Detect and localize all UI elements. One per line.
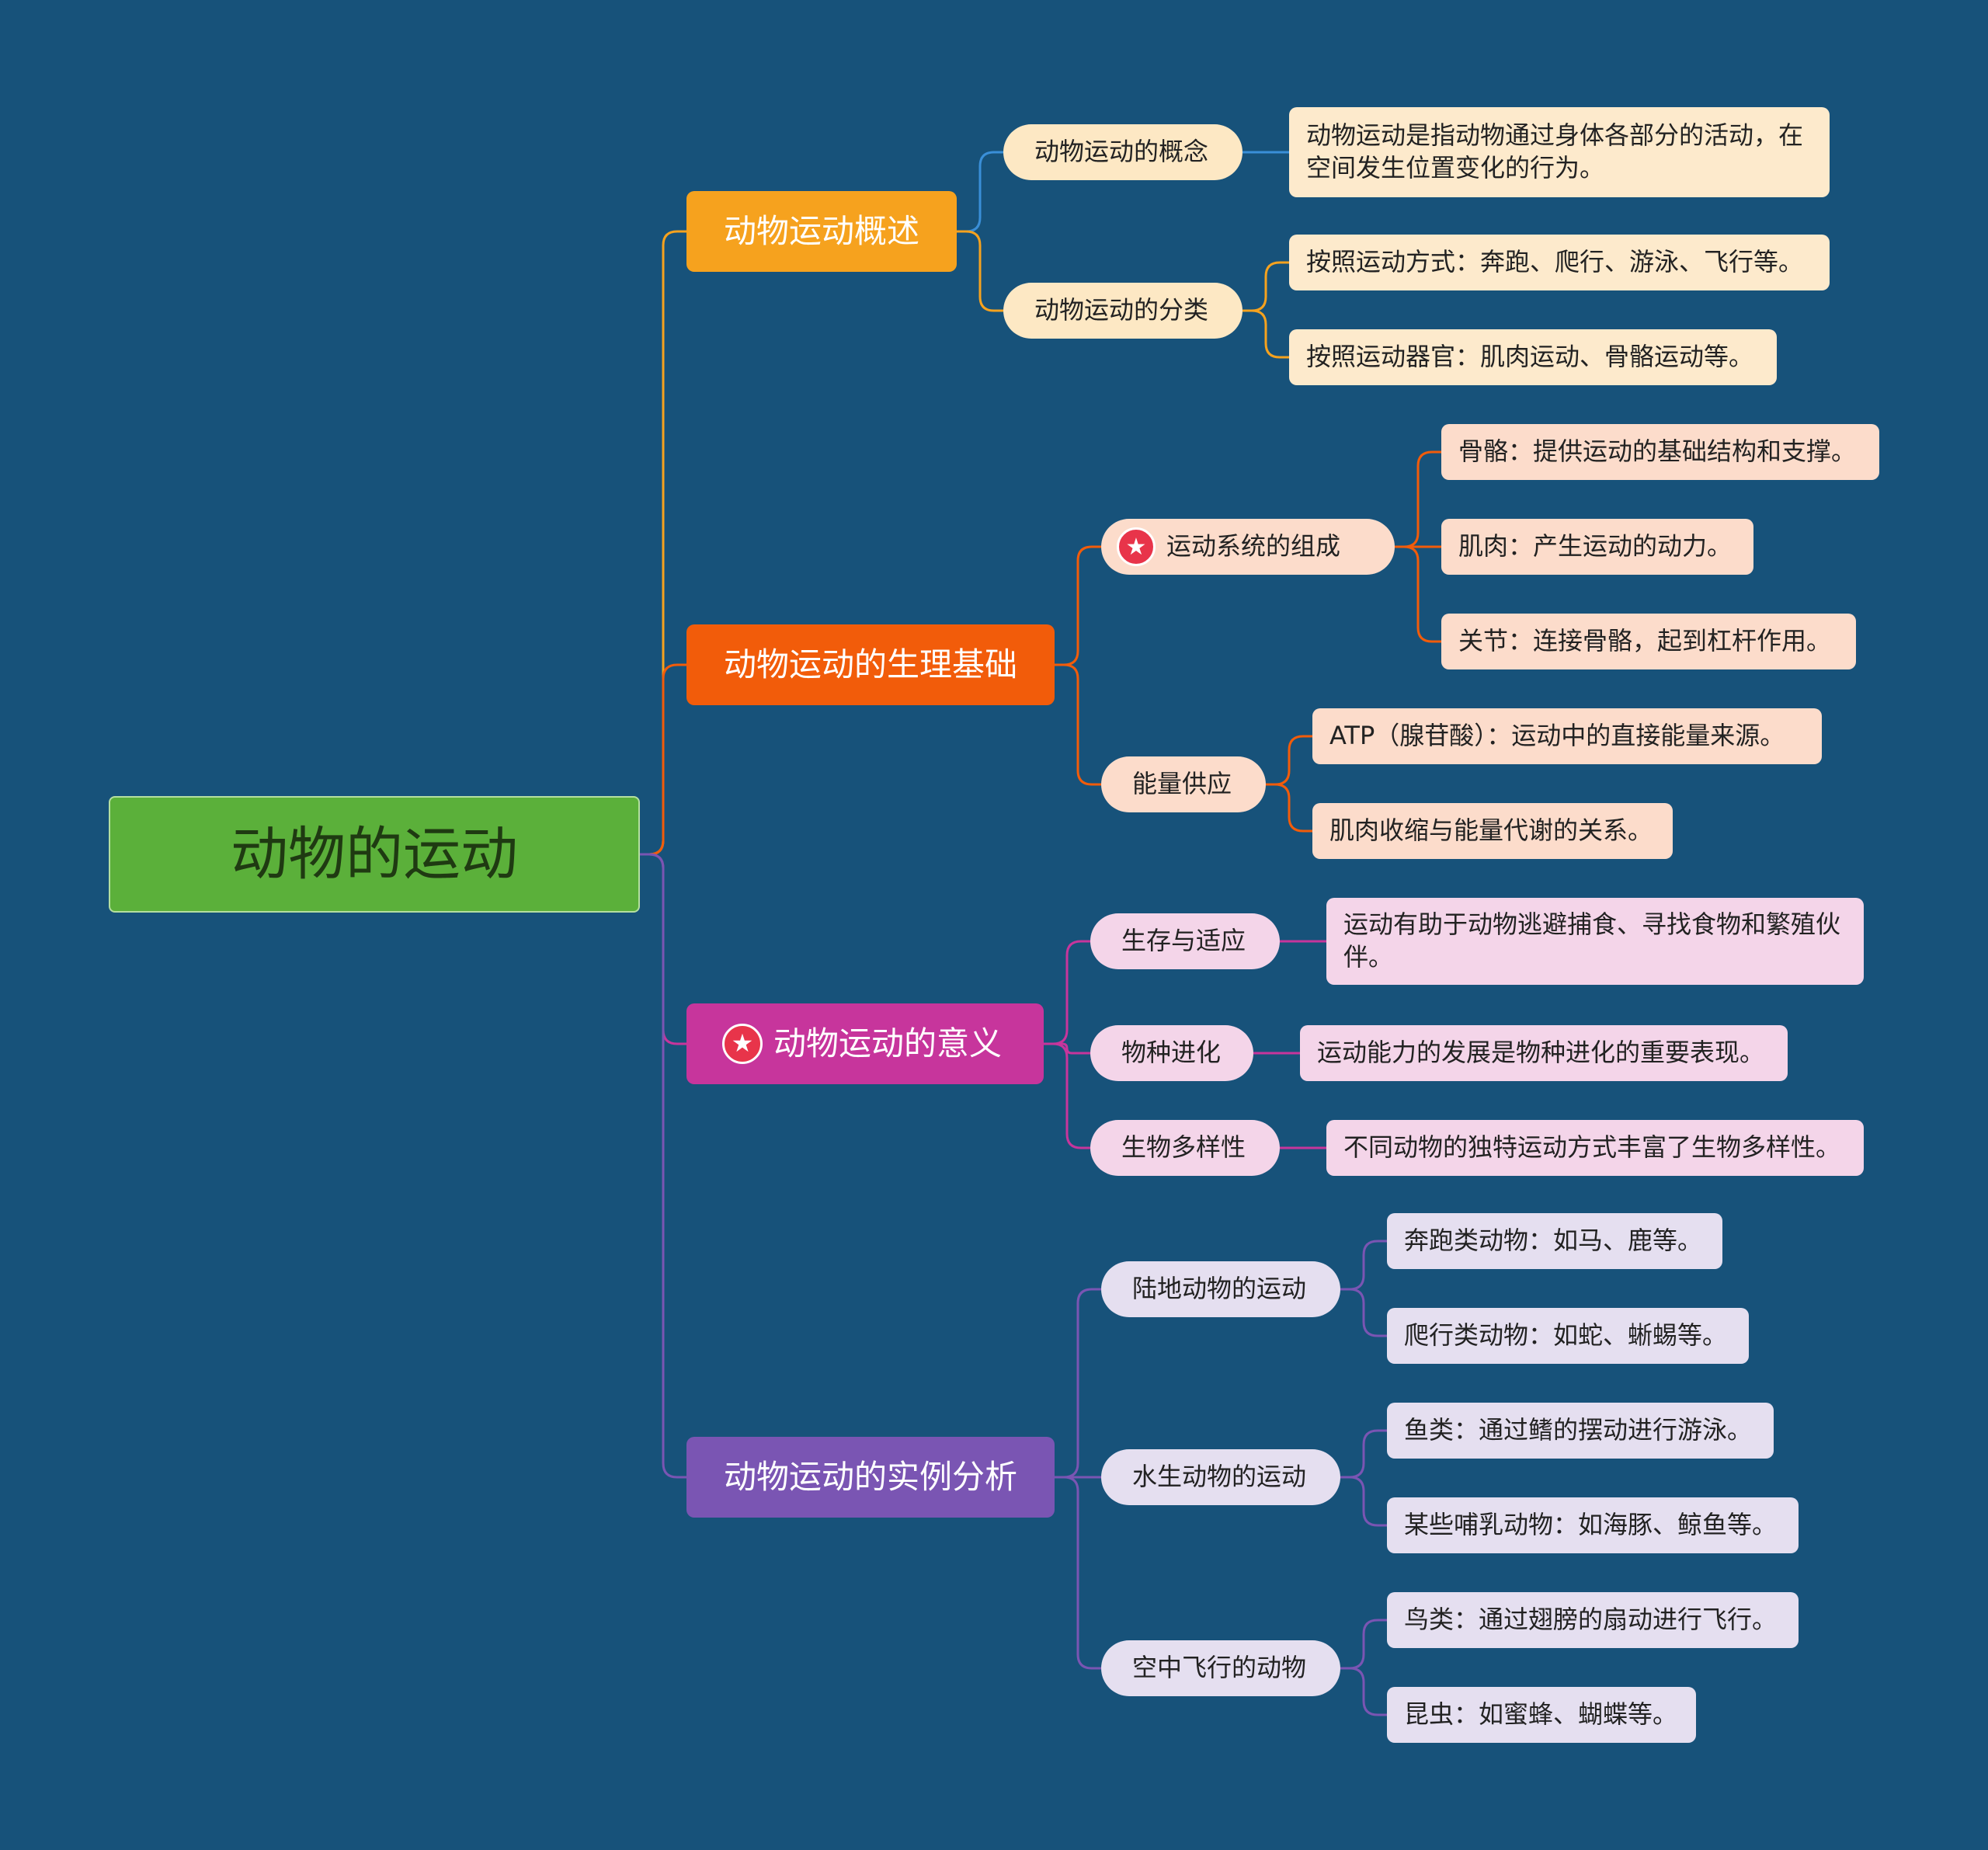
topic-concept-label: 动物运动的概念 bbox=[1034, 137, 1209, 167]
topic-flying-animals-label: 空中飞行的动物 bbox=[1132, 1653, 1307, 1683]
connector-leaf-birds bbox=[1340, 1619, 1387, 1670]
leaf-muscle-metabolism[interactable]: 肌肉收缩与能量代谢的关系。 bbox=[1312, 803, 1673, 859]
branch-examples-label: 动物运动的实例分析 bbox=[724, 1457, 1018, 1496]
topic-classification[interactable]: 动物运动的分类 bbox=[1003, 283, 1242, 339]
connector-leaf-runners bbox=[1340, 1240, 1387, 1291]
connector-topic-diversity bbox=[1044, 1042, 1090, 1149]
connector-leaf-marine-mammals bbox=[1340, 1476, 1387, 1527]
connector-leaf-muscle-metabolism bbox=[1266, 783, 1312, 833]
connector-leaf-insects bbox=[1340, 1667, 1387, 1716]
connector-leaf-bones bbox=[1395, 450, 1441, 548]
connector-topic-motor-system bbox=[1055, 545, 1101, 666]
connector-leaf-fish bbox=[1340, 1429, 1387, 1479]
connector-topic-evolution bbox=[1044, 1042, 1090, 1055]
leaf-marine-mammals[interactable]: 某些哺乳动物：如海豚、鲸鱼等。 bbox=[1387, 1497, 1799, 1553]
branch-overview[interactable]: 动物运动概述 bbox=[686, 191, 957, 272]
connector-leaf-crawlers bbox=[1340, 1288, 1387, 1337]
topic-diversity[interactable]: 生物多样性 bbox=[1090, 1120, 1280, 1176]
leaf-evolution[interactable]: 运动能力的发展是物种进化的重要表现。 bbox=[1300, 1025, 1788, 1081]
leaf-muscles[interactable]: 肌肉：产生运动的动力。 bbox=[1441, 519, 1753, 575]
leaf-runners[interactable]: 奔跑类动物：如马、鹿等。 bbox=[1387, 1213, 1722, 1269]
topic-motor-system[interactable]: ★ 运动系统的组成 bbox=[1101, 519, 1395, 575]
topic-concept[interactable]: 动物运动的概念 bbox=[1003, 124, 1242, 180]
leaf-survival[interactable]: 运动有助于动物逃避捕食、寻找食物和繁殖伙伴。 bbox=[1326, 898, 1864, 985]
branch-physiology[interactable]: 动物运动的生理基础 bbox=[686, 624, 1055, 705]
topic-motor-system-label: 运动系统的组成 bbox=[1166, 531, 1341, 562]
topic-classification-label: 动物运动的分类 bbox=[1034, 295, 1209, 325]
branch-significance[interactable]: ★ 动物运动的意义 bbox=[686, 1003, 1044, 1084]
star-badge-icon: ★ bbox=[722, 1024, 763, 1064]
topic-flying-animals[interactable]: 空中飞行的动物 bbox=[1101, 1640, 1340, 1696]
connector-topic-land-animals bbox=[1055, 1288, 1101, 1479]
connector-leaf-joints bbox=[1395, 545, 1441, 643]
leaf-joints[interactable]: 关节：连接骨骼，起到杠杆作用。 bbox=[1441, 614, 1856, 669]
topic-evolution[interactable]: 物种进化 bbox=[1090, 1025, 1253, 1081]
connector-topic-flying-animals bbox=[1055, 1476, 1101, 1670]
connector-leaf-classification-by-mode bbox=[1242, 261, 1289, 312]
topic-survival-label: 生存与适应 bbox=[1121, 926, 1246, 956]
connector-leaf-classification-by-organ bbox=[1242, 309, 1289, 359]
topic-diversity-label: 生物多样性 bbox=[1121, 1132, 1246, 1163]
leaf-birds[interactable]: 鸟类：通过翅膀的扇动进行飞行。 bbox=[1387, 1592, 1799, 1648]
connector-branch-examples bbox=[640, 853, 686, 1479]
leaf-classification-by-organ[interactable]: 按照运动器官：肌肉运动、骨骼运动等。 bbox=[1289, 329, 1777, 385]
topic-land-animals[interactable]: 陆地动物的运动 bbox=[1101, 1261, 1340, 1317]
leaf-classification-by-mode[interactable]: 按照运动方式：奔跑、爬行、游泳、飞行等。 bbox=[1289, 235, 1830, 290]
connector-topic-energy-supply bbox=[1055, 663, 1101, 786]
branch-examples[interactable]: 动物运动的实例分析 bbox=[686, 1437, 1055, 1518]
topic-water-animals[interactable]: 水生动物的运动 bbox=[1101, 1449, 1340, 1505]
topic-energy-supply[interactable]: 能量供应 bbox=[1101, 756, 1266, 812]
leaf-bones[interactable]: 骨骼：提供运动的基础结构和支撑。 bbox=[1441, 424, 1879, 480]
branch-physiology-label: 动物运动的生理基础 bbox=[724, 645, 1018, 683]
leaf-insects[interactable]: 昆虫：如蜜蜂、蝴蝶等。 bbox=[1387, 1687, 1696, 1743]
connector-branch-physiology bbox=[640, 663, 686, 856]
branch-overview-label: 动物运动概述 bbox=[724, 211, 920, 250]
star-badge-icon: ★ bbox=[1117, 527, 1156, 566]
topic-energy-supply-label: 能量供应 bbox=[1132, 769, 1232, 799]
leaf-fish[interactable]: 鱼类：通过鳍的摆动进行游泳。 bbox=[1387, 1403, 1774, 1459]
topic-water-animals-label: 水生动物的运动 bbox=[1132, 1462, 1307, 1492]
topic-survival[interactable]: 生存与适应 bbox=[1090, 913, 1280, 969]
root-node[interactable]: 动物的运动 bbox=[109, 796, 640, 913]
connector-leaf-atp bbox=[1266, 735, 1312, 786]
topic-land-animals-label: 陆地动物的运动 bbox=[1132, 1274, 1307, 1304]
branch-significance-label: 动物运动的意义 bbox=[773, 1024, 1003, 1062]
leaf-crawlers[interactable]: 爬行类动物：如蛇、蜥蜴等。 bbox=[1387, 1308, 1749, 1364]
connector-topic-survival bbox=[1044, 940, 1090, 1045]
connector-topic-concept bbox=[957, 151, 1003, 233]
leaf-diversity[interactable]: 不同动物的独特运动方式丰富了生物多样性。 bbox=[1326, 1120, 1864, 1176]
connector-topic-classification bbox=[957, 230, 1003, 312]
topic-evolution-label: 物种进化 bbox=[1121, 1038, 1222, 1068]
leaf-atp[interactable]: ATP（腺苷酸）：运动中的直接能量来源。 bbox=[1312, 708, 1822, 764]
leaf-concept-definition[interactable]: 动物运动是指动物通过身体各部分的活动，在空间发生位置变化的行为。 bbox=[1289, 107, 1830, 197]
